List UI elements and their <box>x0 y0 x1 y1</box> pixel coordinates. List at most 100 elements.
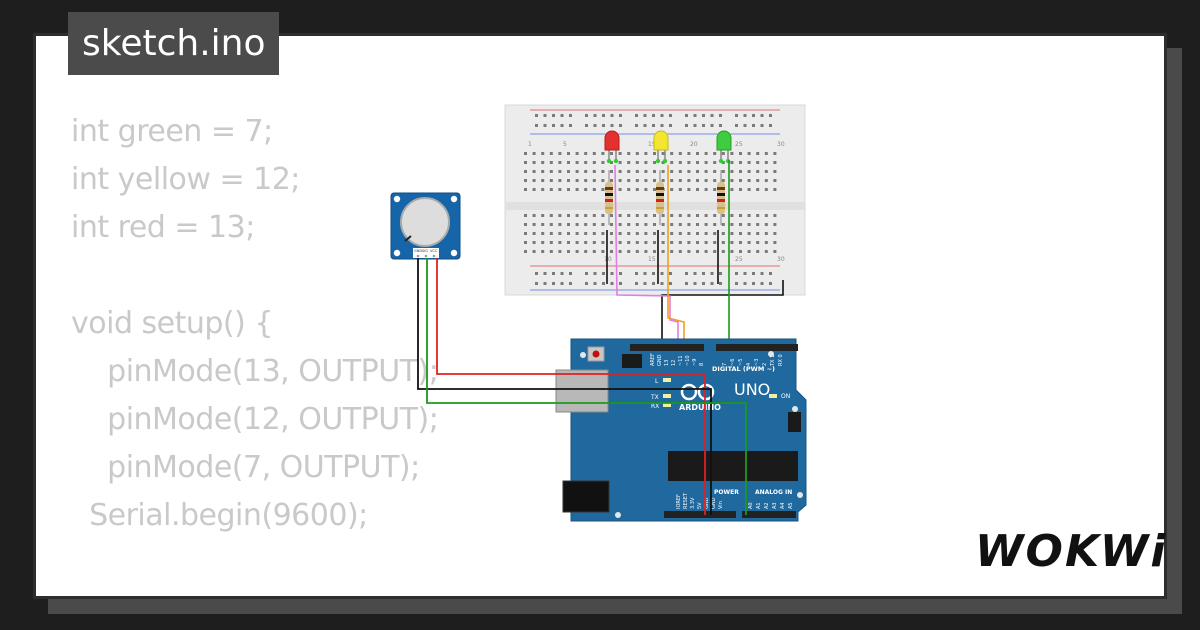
breadboard-hole[interactable] <box>678 188 682 191</box>
breadboard-hole[interactable] <box>558 223 562 226</box>
breadboard-hole[interactable] <box>567 232 570 235</box>
breadboard-hole[interactable] <box>592 214 596 217</box>
breadboard-hole[interactable] <box>760 282 764 285</box>
breadboard-hole[interactable] <box>584 223 588 226</box>
breadboard-hole[interactable] <box>764 223 768 226</box>
breadboard-hole[interactable] <box>569 114 572 117</box>
breadboard-hole[interactable] <box>660 114 664 117</box>
breadboard-hole[interactable] <box>730 179 734 182</box>
breadboard-hole[interactable] <box>760 114 764 117</box>
breadboard-hole[interactable] <box>610 241 613 244</box>
breadboard-hole[interactable] <box>752 272 755 275</box>
breadboard-hole[interactable] <box>552 272 555 275</box>
breadboard-hole[interactable] <box>661 179 665 182</box>
breadboard-hole[interactable] <box>585 124 588 127</box>
breadboard-hole[interactable] <box>610 170 613 173</box>
breadboard-hole[interactable] <box>610 179 613 182</box>
breadboard-hole[interactable] <box>567 223 570 226</box>
breadboard-hole[interactable] <box>669 272 672 275</box>
breadboard-hole[interactable] <box>687 250 691 253</box>
breadboard-hole[interactable] <box>710 114 714 117</box>
breadboard-hole[interactable] <box>635 124 638 127</box>
breadboard-hole[interactable] <box>747 214 751 217</box>
breadboard-hole[interactable] <box>610 282 614 285</box>
breadboard-hole[interactable] <box>696 161 699 164</box>
breadboard-hole[interactable] <box>773 161 777 164</box>
breadboard-hole[interactable] <box>532 161 536 164</box>
breadboard-hole[interactable] <box>739 250 742 253</box>
breadboard-hole[interactable] <box>549 179 553 182</box>
breadboard-hole[interactable] <box>541 241 545 244</box>
breadboard-hole[interactable] <box>619 124 622 127</box>
breadboard-hole[interactable] <box>696 179 699 182</box>
breadboard-hole[interactable] <box>653 223 656 226</box>
breadboard-hole[interactable] <box>602 272 605 275</box>
breadboard-hole[interactable] <box>721 152 725 155</box>
breadboard-hole[interactable] <box>524 250 527 253</box>
breadboard-hole[interactable] <box>773 188 777 191</box>
breadboard-hole[interactable] <box>719 272 722 275</box>
file-tab[interactable]: sketch.ino <box>68 12 280 75</box>
resistor-green[interactable] <box>717 170 725 225</box>
breadboard-hole[interactable] <box>696 170 699 173</box>
breadboard-hole[interactable] <box>643 282 647 285</box>
breadboard-hole[interactable] <box>592 241 596 244</box>
breadboard-hole[interactable] <box>549 214 553 217</box>
breadboard-hole[interactable] <box>618 152 622 155</box>
breadboard-hole[interactable] <box>549 232 553 235</box>
breadboard-hole[interactable] <box>558 188 562 191</box>
breadboard-hole[interactable] <box>669 114 672 117</box>
breadboard-hole[interactable] <box>584 188 588 191</box>
breadboard-hole[interactable] <box>669 282 672 285</box>
breadboard-hole[interactable] <box>601 170 605 173</box>
breadboard-hole[interactable] <box>678 241 682 244</box>
breadboard-hole[interactable] <box>685 282 688 285</box>
breadboard-hole[interactable] <box>752 114 755 117</box>
breadboard-hole[interactable] <box>575 232 579 235</box>
breadboard-hole[interactable] <box>627 250 631 253</box>
breadboard-hole[interactable] <box>635 152 639 155</box>
breadboard-hole[interactable] <box>644 179 648 182</box>
breadboard-hole[interactable] <box>569 272 572 275</box>
breadboard-hole[interactable] <box>567 241 570 244</box>
breadboard-hole[interactable] <box>635 241 639 244</box>
breadboard-hole[interactable] <box>592 161 596 164</box>
breadboard-hole[interactable] <box>670 188 674 191</box>
breadboard-hole[interactable] <box>730 223 734 226</box>
breadboard-hole[interactable] <box>687 161 691 164</box>
breadboard-hole[interactable] <box>721 214 725 217</box>
breadboard-hole[interactable] <box>575 179 579 182</box>
breadboard-hole[interactable] <box>644 161 648 164</box>
breadboard-hole[interactable] <box>549 170 553 173</box>
breadboard-hole[interactable] <box>704 241 708 244</box>
breadboard-hole[interactable] <box>735 272 738 275</box>
breadboard-hole[interactable] <box>584 152 588 155</box>
breadboard-hole[interactable] <box>704 250 708 253</box>
breadboard-hole[interactable] <box>524 161 527 164</box>
breadboard-hole[interactable] <box>644 214 648 217</box>
breadboard-hole[interactable] <box>713 232 717 235</box>
breadboard-hole[interactable] <box>685 272 688 275</box>
breadboard-hole[interactable] <box>575 170 579 173</box>
breadboard-hole[interactable] <box>696 241 699 244</box>
resistor-yellow[interactable] <box>656 170 664 225</box>
breadboard-hole[interactable] <box>627 223 631 226</box>
breadboard-hole[interactable] <box>575 223 579 226</box>
breadboard-hole[interactable] <box>721 170 725 173</box>
breadboard-hole[interactable] <box>610 124 614 127</box>
breadboard-hole[interactable] <box>653 232 656 235</box>
breadboard-hole[interactable] <box>584 179 588 182</box>
breadboard-hole[interactable] <box>661 152 665 155</box>
breadboard-hole[interactable] <box>653 161 656 164</box>
breadboard-hole[interactable] <box>704 188 708 191</box>
usb-connector[interactable] <box>555 369 609 413</box>
breadboard-hole[interactable] <box>610 161 613 164</box>
breadboard-hole[interactable] <box>532 170 536 173</box>
potentiometer-wires[interactable] <box>417 258 747 515</box>
breadboard-hole[interactable] <box>687 241 691 244</box>
breadboard-hole[interactable] <box>730 250 734 253</box>
breadboard-hole[interactable] <box>660 124 664 127</box>
breadboard-hole[interactable] <box>593 114 597 117</box>
breadboard-hole[interactable] <box>541 152 545 155</box>
breadboard-hole[interactable] <box>713 170 717 173</box>
